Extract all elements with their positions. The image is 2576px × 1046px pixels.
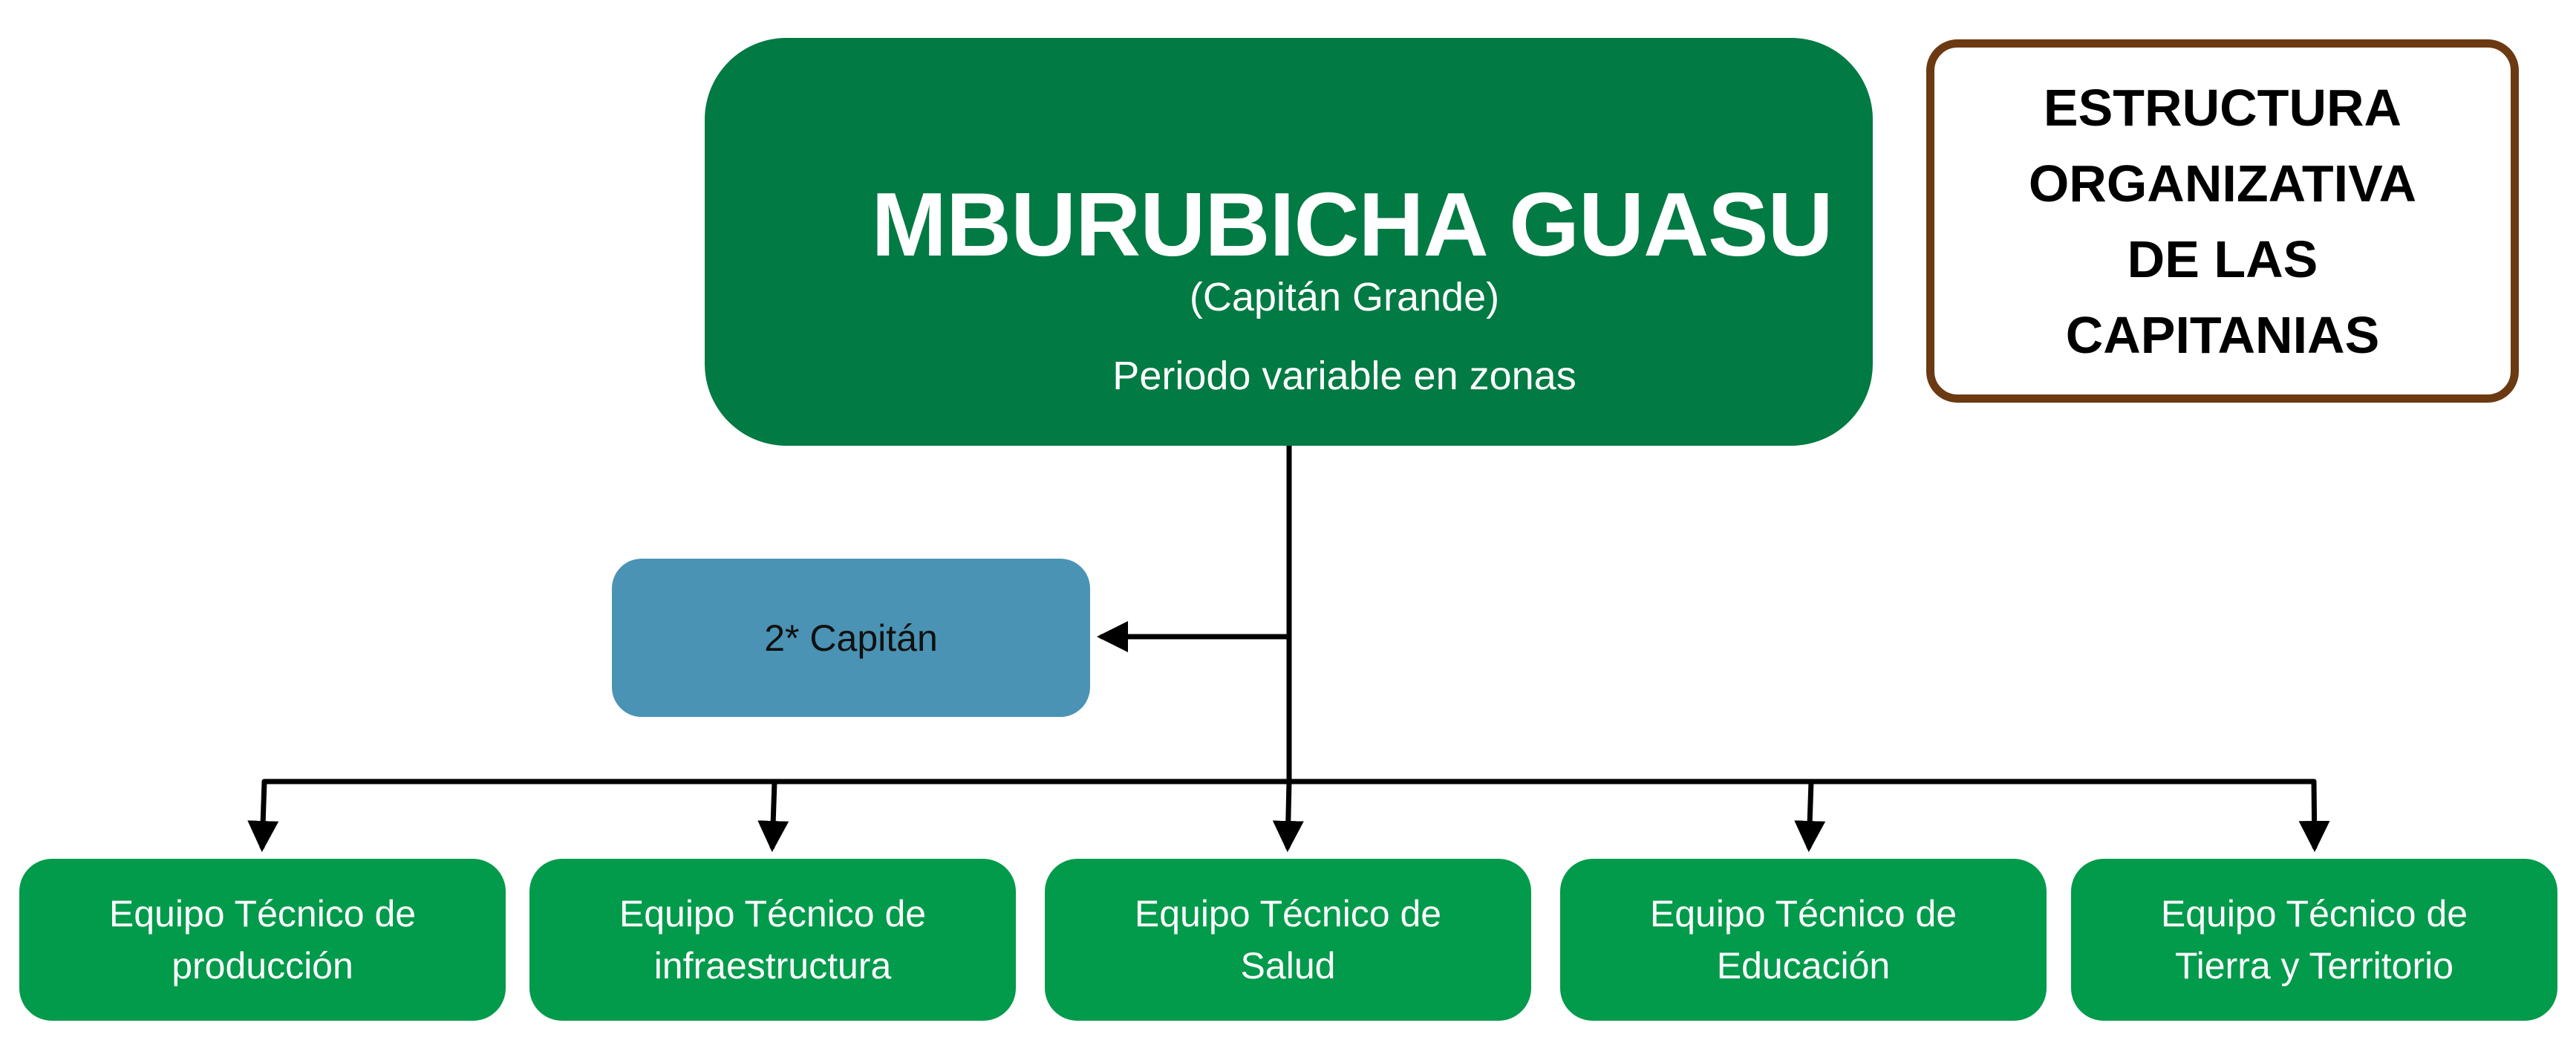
team-label-line-1: Equipo Técnico de [108,893,417,935]
team-arrow-3 [1272,779,1304,852]
team-label-line-2: infraestructura [653,945,892,987]
leader-title: MBURUBICHA GUASU [871,174,1833,275]
team-node-produccion: Equipo Técnico de producción [19,859,506,1021]
leader-subtitle: (Capitán Grande) [1189,275,1500,319]
team-node-infraestructura: Equipo Técnico de infraestructura [529,859,1016,1021]
structure-title-line-2: ORGANIZATIVA [2028,154,2417,212]
team-label-line-2: Salud [1240,945,1336,987]
team-node-educacion: Equipo Técnico de Educación [1560,859,2047,1021]
team-label-line-1: Equipo Técnico de [619,893,927,935]
team-label-line-2: producción [172,945,353,987]
team-arrow-4 [1794,779,1826,852]
structure-title-line-4: CAPITANIAS [2065,305,2380,364]
structure-title-line-1: ESTRUCTURA [2043,78,2402,137]
team-label-line-2: Tierra y Territorio [2174,945,2454,987]
leader-node: MBURUBICHA GUASU (Capitán Grande) Period… [705,38,1873,446]
team-label-line-1: Equipo Técnico de [1649,893,1957,935]
team-label-line-2: Educación [1716,945,1891,987]
team-node-tierra-territorio: Equipo Técnico de Tierra y Territorio [2071,859,2557,1021]
team-label-line-1: Equipo Técnico de [2160,893,2468,935]
structure-title-line-3: DE LAS [2127,230,2318,288]
second-captain-node: 2* Capitán [612,559,1090,717]
leader-period: Periodo variable en zonas [1112,354,1576,398]
team-label-line-1: Equipo Técnico de [1134,893,1442,935]
second-captain-label: 2* Capitán [764,617,938,659]
structure-title-box: ESTRUCTURA ORGANIZATIVA DE LAS CAPITANIA… [1926,39,2519,403]
team-arrow-2 [757,779,789,852]
team-arrow-1 [247,779,279,852]
team-arrow-5 [2298,779,2330,852]
team-node-salud: Equipo Técnico de Salud [1045,859,1531,1021]
